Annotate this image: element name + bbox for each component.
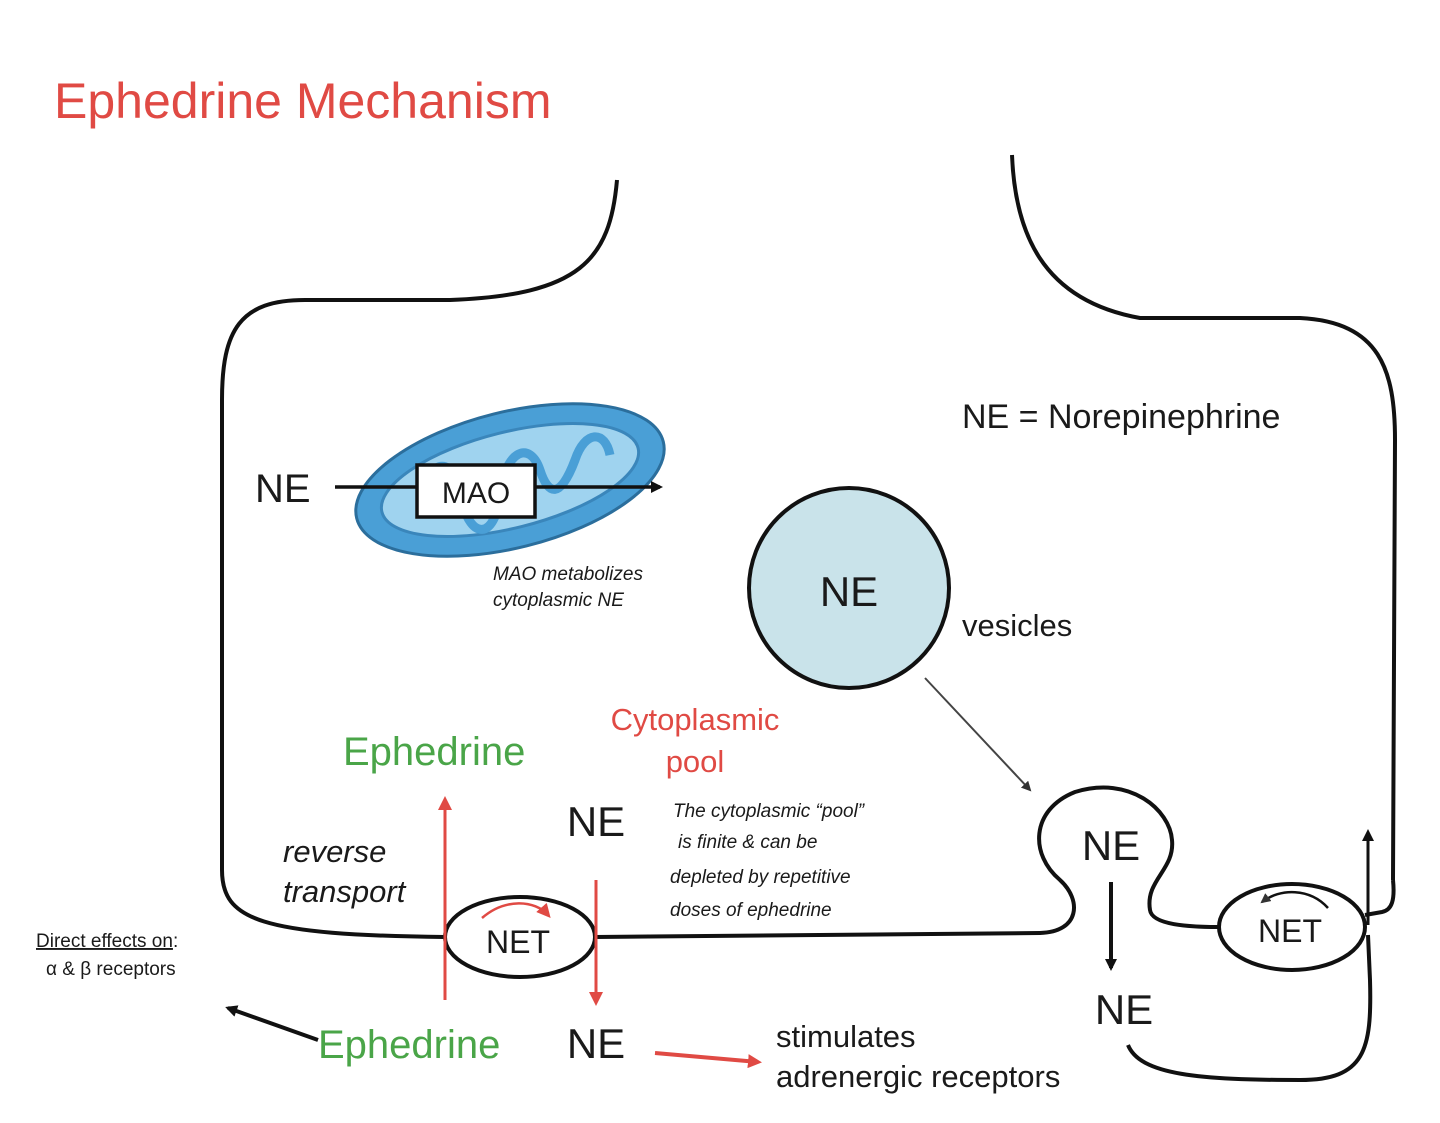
- ne-outside: NE: [567, 1020, 625, 1067]
- pool-note-line3: depleted by repetitive: [670, 867, 851, 888]
- cytoplasmic-pool-line2: pool: [666, 744, 725, 779]
- ephedrine-outside: Ephedrine: [318, 1023, 500, 1067]
- vesicle-ne: NE: [820, 568, 878, 615]
- net-right-label: NET: [1258, 913, 1322, 949]
- stimulates-line2: adrenergic receptors: [776, 1059, 1060, 1094]
- released-ne: NE: [1095, 986, 1153, 1033]
- neuron-membrane: [220, 179, 1219, 939]
- direct-effects-line1: Direct effects on:: [36, 931, 178, 952]
- stimulates-arrow: [654, 1051, 762, 1069]
- cytoplasmic-pool-line1: Cytoplasmic: [611, 702, 780, 737]
- direct-effects-line2: α & β receptors: [46, 959, 176, 980]
- vesicle-circle: [747, 486, 951, 690]
- net-left-rotation-arrow: [481, 902, 551, 919]
- reuptake-loop: [1126, 934, 1373, 1083]
- membrane-right-net-link: [1364, 879, 1396, 917]
- mao-box: [415, 463, 537, 519]
- reverse-transport-line1: reverse: [283, 834, 386, 869]
- pool-note-line2: is finite & can be: [678, 832, 817, 853]
- net-left-label: NET: [486, 924, 550, 960]
- neuron-membrane-right: [1010, 154, 1398, 881]
- mao-label: MAO: [442, 477, 510, 510]
- pool-note-line1: The cytoplasmic “pool”: [673, 801, 866, 822]
- ne-legend: NE = Norepinephrine: [962, 398, 1280, 436]
- exocytosis-ne: NE: [1082, 822, 1140, 869]
- net-right-rotation-arrow: [1260, 890, 1329, 909]
- vesicle-caption: vesicles: [962, 608, 1072, 643]
- reverse-transport-line2: transport: [283, 874, 407, 909]
- page-title: Ephedrine Mechanism: [54, 73, 552, 129]
- mao-note-line2: cytoplasmic NE: [493, 590, 624, 611]
- pool-note-line4: doses of ephedrine: [670, 900, 832, 921]
- cytoplasmic-ne: NE: [567, 798, 625, 845]
- mao-input-ne: NE: [255, 467, 311, 511]
- ephedrine-inside: Ephedrine: [343, 730, 525, 774]
- stimulates-line1: stimulates: [776, 1019, 916, 1054]
- mao-note-line1: MAO metabolizes: [493, 564, 643, 585]
- net-right-transporter: [1217, 882, 1367, 972]
- vesicle-release-arrow: [924, 677, 1032, 792]
- direct-effects-arrow: [225, 1005, 319, 1042]
